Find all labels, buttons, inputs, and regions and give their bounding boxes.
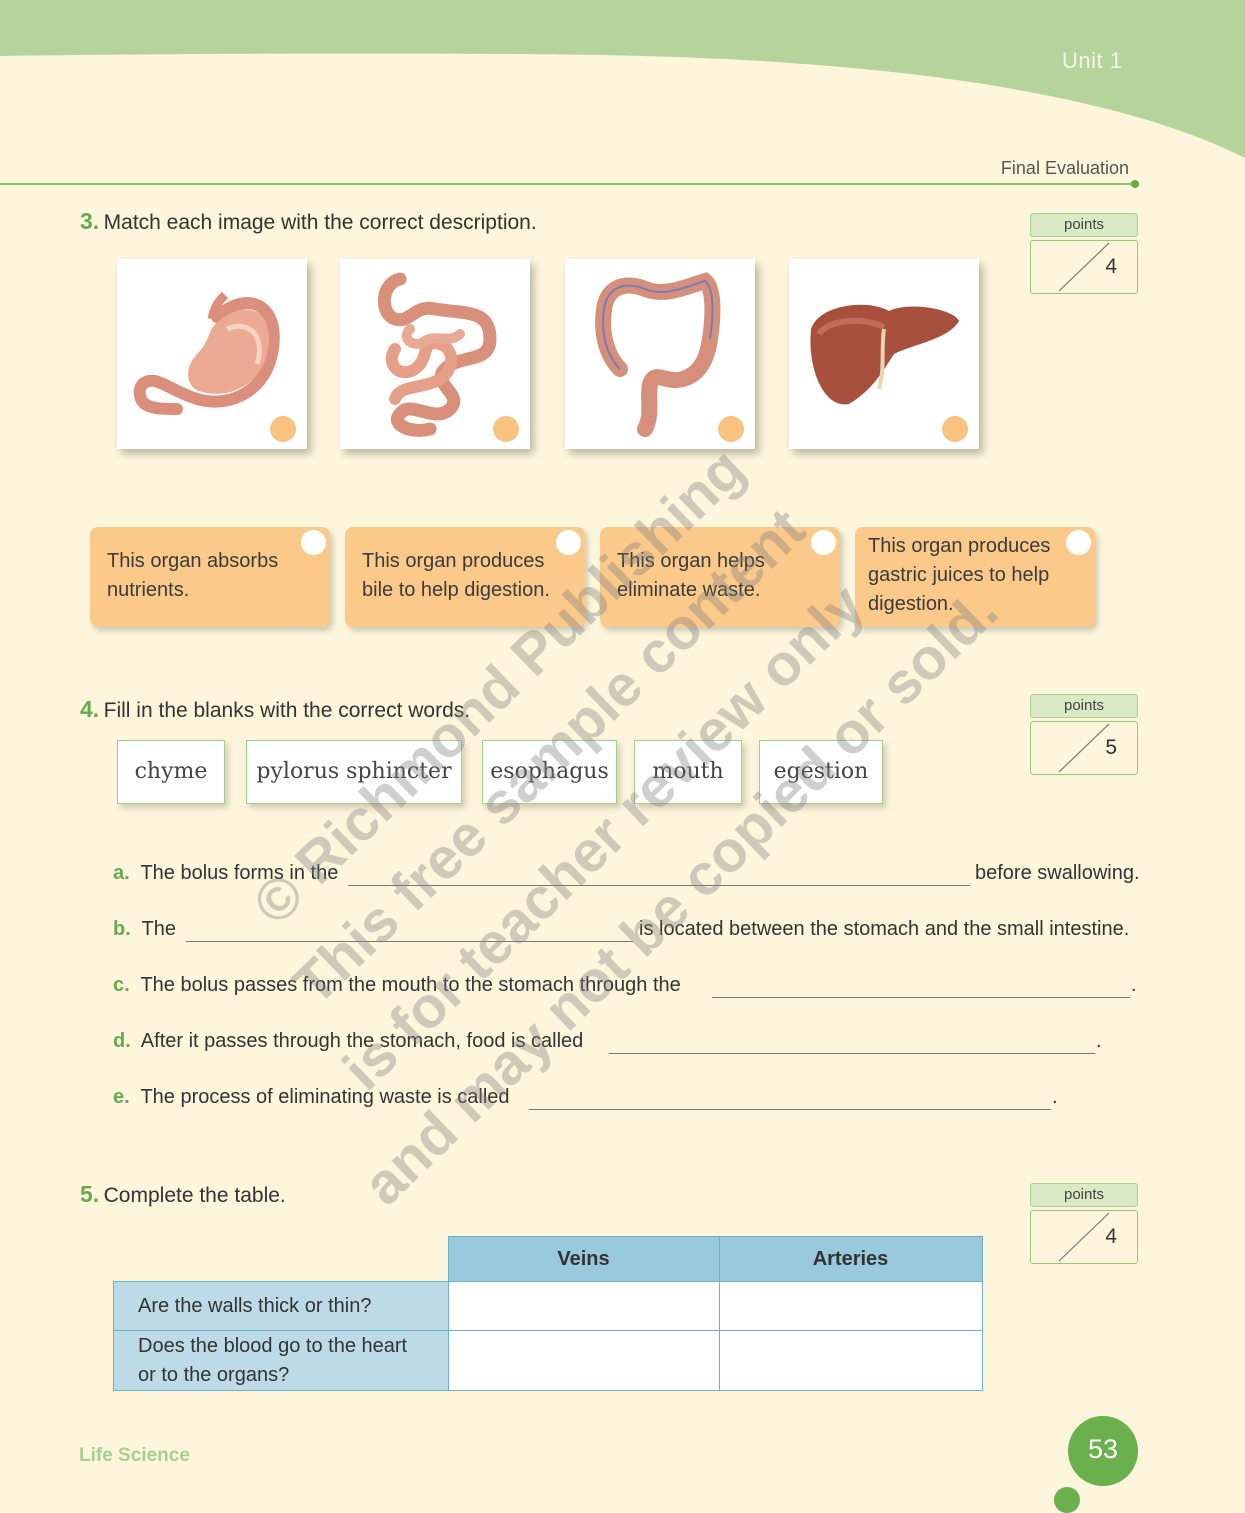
description-card[interactable]: This organ produces bile to help digesti… [345, 527, 585, 627]
description-card[interactable]: This organ helps eliminate waste. [600, 527, 840, 627]
answer-cell-veins[interactable] [447, 1330, 720, 1391]
sentence-b: b. The [113, 918, 176, 941]
row-question: Are the walls thick or thin? [113, 1281, 449, 1331]
liver-illustration [810, 304, 959, 405]
divider-end-dot [1131, 180, 1139, 188]
sentence-start: The process of eliminating waste is call… [140, 1086, 510, 1108]
points-box[interactable]: 5 [1030, 721, 1138, 775]
table-corner [113, 1236, 448, 1282]
word-box-egestion[interactable]: egestion [759, 740, 883, 804]
points-box[interactable]: 4 [1030, 1210, 1138, 1264]
sentence-e: e. The process of eliminating waste is c… [113, 1086, 510, 1109]
question-text: Match each image with the correct descri… [103, 211, 537, 234]
sentence-start: After it passes through the stomach, foo… [140, 1030, 584, 1052]
sentence-end: is located between the stomach and the s… [639, 918, 1130, 940]
page-number: 53 [1087, 1434, 1119, 1464]
question-number: 4. [80, 696, 100, 722]
sentence-letter: b. [113, 918, 131, 940]
section-title: Final Evaluation [1000, 158, 1129, 178]
unit-label: Unit 1 [1062, 48, 1123, 73]
column-header-arteries: Arteries [718, 1236, 983, 1282]
stomach-image-card [117, 259, 307, 449]
word-box-chyme[interactable]: chyme [117, 740, 225, 804]
answer-blank-d[interactable] [609, 1053, 1095, 1054]
answer-blank-e[interactable] [529, 1109, 1051, 1110]
question-text: Fill in the blanks with the correct word… [103, 699, 471, 722]
answer-blank-a[interactable] [348, 885, 970, 886]
sentence-start: The bolus passes from the mouth to the s… [140, 974, 681, 996]
sentence-letter: e. [113, 1086, 130, 1108]
description-text: This organ absorbs nutrients. [107, 550, 279, 601]
match-dot[interactable] [811, 530, 836, 555]
sentence-start: The [141, 918, 177, 940]
footer-subject: Life Science [79, 1445, 190, 1466]
answer-cell-arteries[interactable] [718, 1281, 983, 1331]
match-dot[interactable] [270, 416, 296, 442]
sentence-start: The bolus forms in the [140, 862, 339, 884]
small-intestine-illustration [377, 272, 497, 437]
table-row: Does the blood go to the heart or to the… [113, 1330, 983, 1391]
question-number: 5. [80, 1181, 100, 1207]
word-box-pylorus-sphincter[interactable]: pylorus sphincter [246, 740, 462, 804]
small-intestine-image-card [340, 259, 530, 449]
points-label: points [1030, 1183, 1138, 1207]
match-dot[interactable] [1066, 530, 1091, 555]
column-header-veins: Veins [447, 1236, 720, 1282]
description-text: This organ produces bile to help digesti… [362, 550, 550, 601]
answer-cell-arteries[interactable] [718, 1330, 983, 1391]
sentence-end: . [1096, 1030, 1102, 1052]
answer-blank-c[interactable] [712, 997, 1130, 998]
description-card[interactable]: This organ absorbs nutrients. [90, 527, 330, 627]
question-text: Complete the table. [103, 1184, 286, 1207]
match-dot[interactable] [301, 530, 326, 555]
sentence-letter: d. [113, 1030, 131, 1052]
header-divider [0, 183, 1137, 185]
points-total: 5 [1105, 736, 1117, 759]
points-label: points [1030, 213, 1138, 237]
veins-arteries-table: Veins Arteries Are the walls thick or th… [113, 1236, 983, 1391]
question-number: 3. [80, 208, 100, 234]
table-row: Are the walls thick or thin? [113, 1281, 983, 1331]
sentence-end: . [1131, 974, 1137, 996]
watermark-line: is for teacher review only [330, 572, 877, 1103]
row-question: Does the blood go to the heart or to the… [113, 1330, 449, 1391]
match-dot[interactable] [556, 530, 581, 555]
match-dot[interactable] [493, 416, 519, 442]
answer-cell-veins[interactable] [447, 1281, 720, 1331]
question-5-heading: 5. Complete the table. [80, 1181, 286, 1208]
description-text: This organ helps eliminate waste. [617, 550, 765, 601]
header-band [0, 0, 1245, 158]
sentence-letter: c. [113, 974, 130, 996]
page-number-badge: 53 [1068, 1416, 1138, 1486]
match-dot[interactable] [718, 416, 744, 442]
sentence-a: a. The bolus forms in the [113, 862, 338, 885]
sentence-d: d. After it passes through the stomach, … [113, 1030, 583, 1053]
large-intestine-illustration [595, 272, 721, 437]
corner-dot [1054, 1487, 1080, 1513]
question-3-heading: 3. Match each image with the correct des… [80, 208, 537, 235]
word-box-esophagus[interactable]: esophagus [482, 740, 617, 804]
question-4-heading: 4. Fill in the blanks with the correct w… [80, 696, 470, 723]
sentence-end: . [1052, 1086, 1058, 1108]
description-text: This organ produces gastric juices to he… [868, 535, 1051, 615]
stomach-illustration [133, 291, 280, 415]
points-total: 4 [1105, 255, 1117, 278]
word-box-mouth[interactable]: mouth [634, 740, 742, 804]
match-dot[interactable] [942, 416, 968, 442]
points-total: 4 [1105, 1225, 1117, 1248]
watermark-line: and may not be copied or sold. [350, 577, 1011, 1218]
points-box[interactable]: 4 [1030, 240, 1138, 294]
large-intestine-image-card [565, 259, 755, 449]
liver-image-card [789, 259, 979, 449]
description-card[interactable]: This organ produces gastric juices to he… [855, 527, 1095, 627]
sentence-c: c. The bolus passes from the mouth to th… [113, 974, 681, 997]
sentence-end: before swallowing. [975, 862, 1140, 884]
points-label: points [1030, 694, 1138, 718]
sentence-letter: a. [113, 862, 130, 884]
answer-blank-b[interactable] [186, 941, 633, 942]
